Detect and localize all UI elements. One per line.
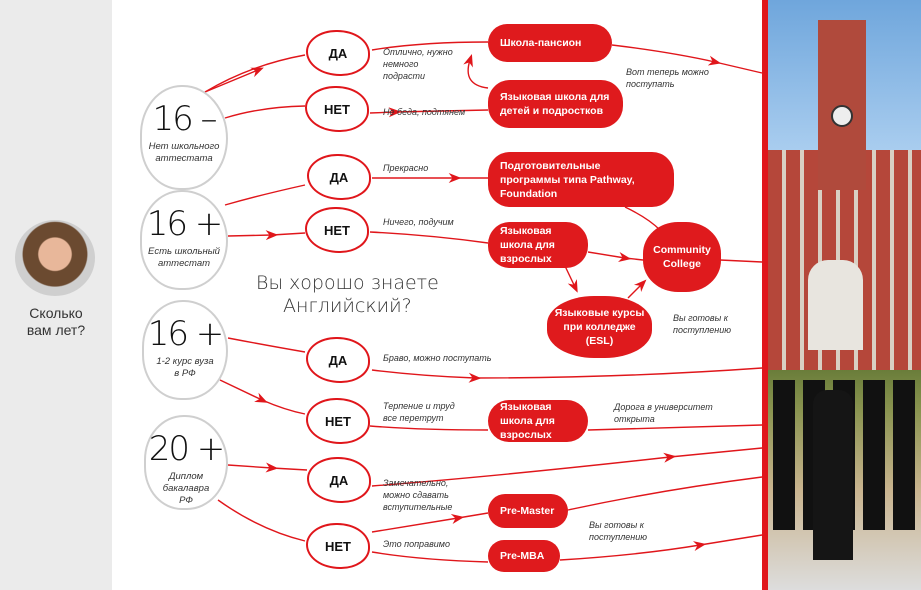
box-pre-master: Pre-Master: [488, 494, 568, 528]
box-pathway-programs: Подготовительные программы типа Pathway,…: [488, 152, 674, 207]
note: Дорога в университет открыта: [614, 402, 713, 424]
box-adult-language-school-2: Языковая школа для взрослых: [488, 400, 588, 442]
note: Браво, можно поступать: [383, 353, 492, 363]
note: Вы готовы к поступлению: [589, 520, 648, 542]
age-desc: 1-2 курс вуза в РФ: [156, 356, 214, 379]
age-circle-16-plus-university: 16 +1-2 курс вуза в РФ: [142, 300, 228, 400]
note: Это поправимо: [383, 539, 450, 549]
sidebar: Сколько вам лет?: [0, 0, 112, 590]
box-kids-language-school: Языковая школа для детей и подростков: [488, 80, 623, 128]
age-desc: Диплом бакалавра РФ: [162, 471, 210, 506]
age-value: 16 +: [146, 204, 224, 244]
no-node: НЕТ: [306, 398, 370, 444]
age-circle-16-minus: 16 –Нет школьного аттестата: [140, 85, 228, 190]
yes-node: ДА: [306, 30, 370, 76]
box-esl-courses: Языковые курсы при колледже (ESL): [547, 296, 652, 358]
note: Замечательно, можно сдавать вступительны…: [383, 478, 453, 512]
note: Прекрасно: [383, 163, 429, 173]
note: Вот теперь можно поступать: [626, 67, 709, 89]
box-boarding-school: Школа-пансион: [488, 24, 612, 62]
note: Не беда, подтянем: [383, 107, 466, 117]
avatar: [15, 220, 95, 296]
note: Терпение и труд все перетрут: [383, 401, 455, 423]
box-adult-language-school: Языковая школа для взрослых: [488, 222, 588, 268]
age-desc: Есть школьный аттестат: [148, 246, 220, 269]
age-question: Сколько вам лет?: [26, 305, 86, 338]
yes-node: ДА: [307, 154, 371, 200]
box-pre-mba: Pre-MBA: [488, 540, 560, 572]
note: Вы готовы к поступлению: [673, 313, 732, 335]
age-value: 16 +: [147, 314, 225, 354]
no-node: НЕТ: [305, 86, 369, 132]
no-node: НЕТ: [305, 207, 369, 253]
age-circle-16-plus: 16 +Есть школьный аттестат: [140, 190, 228, 290]
yes-node: ДА: [306, 337, 370, 383]
yes-node: ДА: [307, 457, 371, 503]
box-community-college: Community College: [643, 222, 721, 292]
note: Ничего, подучим: [383, 217, 454, 227]
age-circle-20-plus: 20 +Диплом бакалавра РФ: [144, 415, 228, 510]
age-desc: Нет школьного аттестата: [148, 141, 220, 164]
age-value: 20 +: [148, 429, 226, 469]
question-line: Вы хорошо знаете: [256, 272, 439, 294]
note: Отлично, нужно немного подрасти: [383, 47, 453, 81]
university-photo: [768, 0, 921, 590]
divider: [762, 0, 768, 590]
no-node: НЕТ: [306, 523, 370, 569]
age-value: 16 –: [152, 99, 217, 139]
question-line: Английский?: [283, 295, 412, 317]
